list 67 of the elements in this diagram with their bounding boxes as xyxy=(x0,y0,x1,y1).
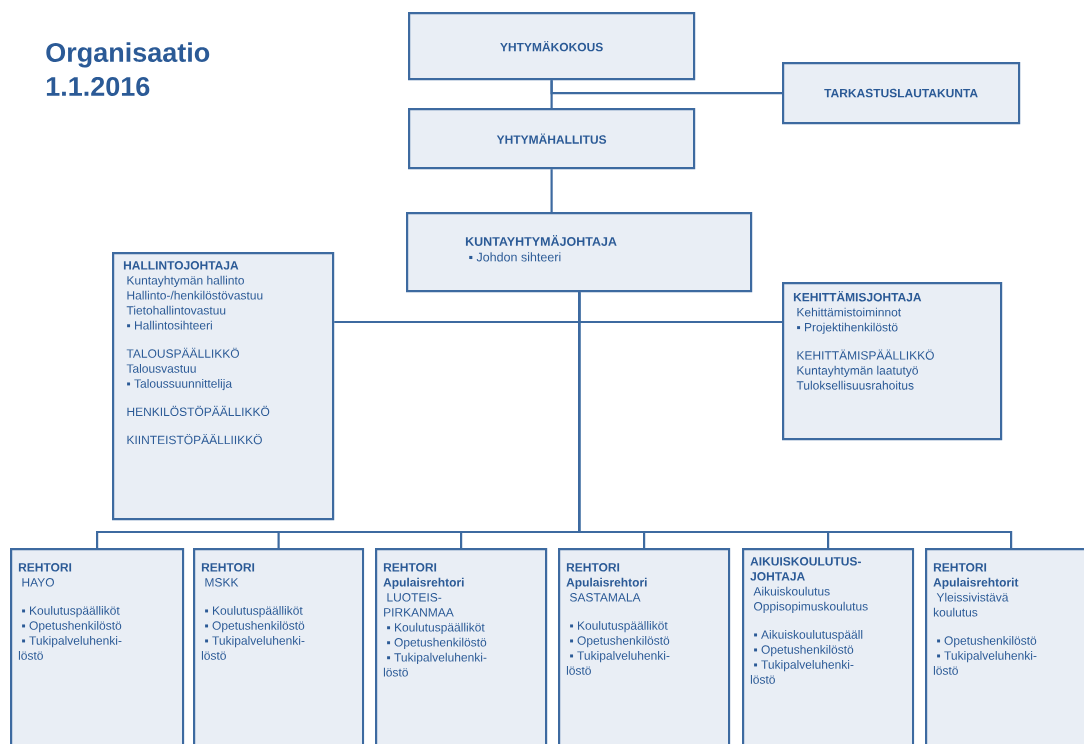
box-text: LUOTEIS- PIRKANMAA xyxy=(384,593,454,617)
box-heading: REHTORI xyxy=(201,563,255,572)
org-box xyxy=(408,108,696,170)
box-heading: REHTORI xyxy=(18,563,72,572)
box-text: KIINTEISTÖPÄÄLLIIKKÖ xyxy=(127,434,262,445)
org-box xyxy=(406,212,753,293)
box-text: ▪ Aikuiskoulutuspääll xyxy=(754,630,863,642)
box-text: ▪ Koulutuspäälliköt xyxy=(22,606,120,618)
box-text: Hallinto-/henkilöstövastuu xyxy=(127,290,263,300)
box-heading: YHTYMÄHALLITUS xyxy=(496,133,607,144)
org-box xyxy=(742,548,915,744)
box-text: ▪ Opetushenkilöstö xyxy=(570,636,670,648)
box-text: HAYO xyxy=(22,578,54,587)
box-text: ▪ Projektihenkilöstö xyxy=(797,322,898,334)
box-text: ▪ Tukipalveluhenki- löstö xyxy=(566,651,670,675)
box-heading: HALLINTOJOHTAJA xyxy=(123,261,239,270)
box-text: Oppisopimuskoulutus xyxy=(754,601,868,613)
box-heading: REHTORI Apulaisrehtori xyxy=(383,563,464,589)
box-heading: TARKASTUSLAUTAKUNTA xyxy=(824,88,978,98)
box-text: Yleissivistävä koulutus xyxy=(933,592,1009,617)
box-heading: REHTORI Apulaisrehtorit xyxy=(933,563,1019,589)
box-text: KEHITTÄMISPÄÄLLIKKÖ xyxy=(797,349,934,360)
box-text: Kehittämistoiminnot xyxy=(797,307,902,317)
box-text: ▪ Opetushenkilöstö xyxy=(937,636,1037,648)
org-box xyxy=(408,12,696,81)
box-text: ▪ Koulutuspäälliköt xyxy=(205,606,303,618)
box-text: ▪ Tukipalveluhenki- löstö xyxy=(933,651,1037,675)
box-text: ▪ Tukipalveluhenki- löstö xyxy=(750,660,854,684)
box-text: SASTAMALA xyxy=(570,593,641,602)
box-text: TALOUSPÄÄLLIKKÖ xyxy=(126,347,239,358)
box-text: ▪ Tukipalveluhenki- löstö xyxy=(201,636,305,660)
org-box xyxy=(10,548,185,744)
box-text: ▪ Opetushenkilöstö xyxy=(387,637,487,649)
org-box xyxy=(112,252,335,521)
box-heading: KUNTAYHTYMÄJOHTAJA xyxy=(465,235,617,246)
box-text: ▪ Koulutuspäälliköt xyxy=(387,622,485,634)
box-text: ▪ Johdon sihteeri xyxy=(469,252,561,262)
box-text: Tietohallintovastuu xyxy=(126,305,226,315)
org-box xyxy=(782,62,1021,125)
org-box xyxy=(925,548,1084,744)
box-text: Kuntayhtymän laatutyö xyxy=(797,365,918,378)
box-text: ▪ Opetushenkilöstö xyxy=(22,621,122,633)
org-box xyxy=(782,282,1003,441)
box-heading: REHTORI Apulaisrehtori xyxy=(566,563,647,589)
box-text: MSKK xyxy=(205,578,239,587)
org-box xyxy=(193,548,365,744)
box-text: ▪ Opetushenkilöstö xyxy=(754,645,854,657)
connector-line xyxy=(578,292,1013,548)
box-text: Kuntayhtymän hallinto xyxy=(127,275,244,287)
box-text: Aikuiskoulutus xyxy=(753,586,830,596)
box-text: ▪ Tukipalveluhenki- löstö xyxy=(383,652,487,677)
box-heading: YHTYMÄKOKOUS xyxy=(500,40,603,52)
org-box xyxy=(375,548,548,744)
connector-line xyxy=(550,169,553,212)
box-text: ▪ Hallintosihteeri xyxy=(127,320,212,330)
box-text: Tuloksellisuusrahoitus xyxy=(796,380,914,390)
connector-line xyxy=(550,80,782,95)
box-text: Talousvastuu xyxy=(126,364,196,373)
box-heading: KEHITTÄMISJOHTAJA xyxy=(793,291,922,302)
box-text: ▪ Tukipalveluhenki- löstö xyxy=(18,636,122,660)
org-box xyxy=(558,548,731,744)
box-text: HENKILÖSTÖPÄÄLLIKKÖ xyxy=(127,405,270,416)
box-text: ▪ Opetushenkilöstö xyxy=(205,621,305,633)
title: Organisaatio 1.1.2016 xyxy=(46,42,210,97)
box-text: ▪ Taloussuunnittelija xyxy=(127,379,233,391)
box-heading: AIKUISKOULUTUS- JOHTAJA xyxy=(750,557,861,581)
box-text: ▪ Koulutuspäälliköt xyxy=(570,621,668,633)
